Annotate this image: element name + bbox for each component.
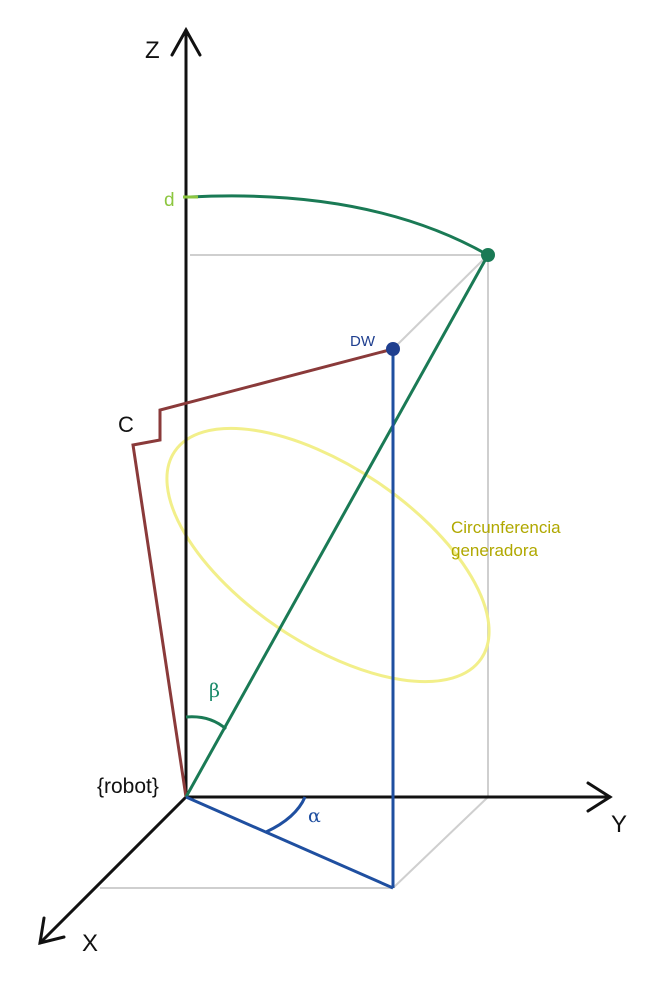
reach-line <box>184 254 490 798</box>
d-mark-label: d <box>164 190 175 211</box>
z-axis-arrowhead <box>170 26 202 57</box>
y-axis-arrowhead <box>586 781 613 813</box>
box-diagonal-lower <box>392 796 489 889</box>
dw-point <box>386 342 400 356</box>
projection-lines <box>185 349 395 890</box>
dw-point-label: DW <box>350 333 376 350</box>
circle-label-line1: Circunferencia <box>451 518 561 537</box>
beta-angle-arc <box>185 715 227 731</box>
box-diagonal-upper <box>392 254 489 350</box>
alpha-label: α <box>308 805 321 827</box>
x-axis-arrowhead <box>38 916 66 946</box>
origin-label: {robot} <box>97 775 159 798</box>
y-axis-label: Y <box>611 811 627 838</box>
z-axis-label: Z <box>145 37 160 64</box>
reach-arc <box>189 194 489 257</box>
axes <box>38 26 613 946</box>
x-axis-line <box>38 795 188 945</box>
alpha-angle-arc <box>265 796 307 834</box>
construction-lines <box>100 254 489 889</box>
arm-path-c <box>131 347 394 798</box>
x-axis-label: X <box>82 930 98 957</box>
c-point-label: C <box>118 412 134 437</box>
projection-to-origin <box>185 795 394 890</box>
circle-label-line2: generadora <box>451 541 539 560</box>
end-point <box>481 248 495 262</box>
beta-label: β <box>209 680 220 702</box>
